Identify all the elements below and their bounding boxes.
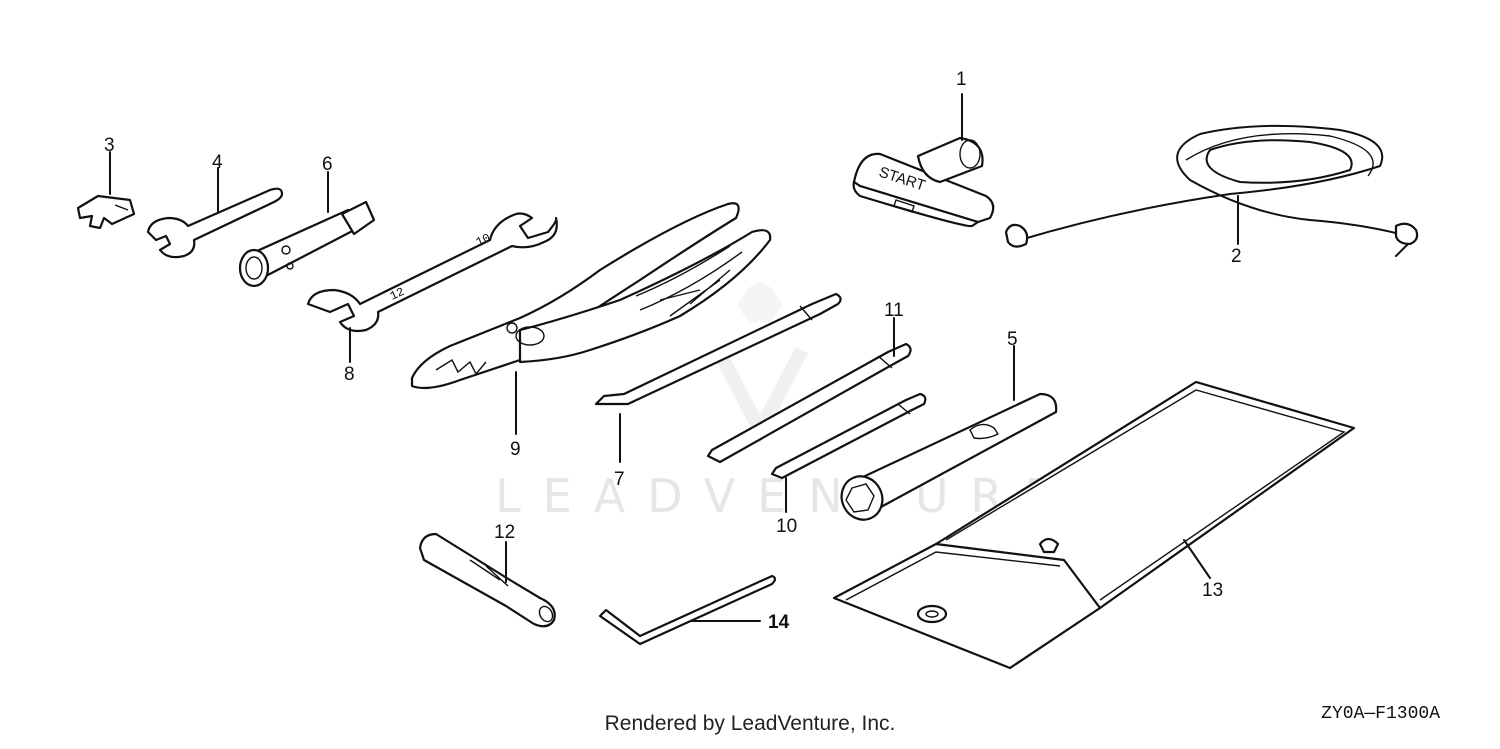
- part-10-phillips-screwdriver: [770, 392, 927, 513]
- part-1-starter-grip: START: [852, 93, 995, 228]
- footer-credit: Rendered by LeadVenture, Inc.: [604, 712, 896, 735]
- part-2-starter-rope: [1004, 124, 1419, 257]
- callout-5: 5: [1007, 329, 1018, 350]
- part-8-wrench: 12 10: [306, 212, 558, 363]
- callout-6: 6: [322, 154, 333, 175]
- part-14-hex-key: [598, 574, 777, 646]
- callout-14: 14: [768, 612, 790, 633]
- part-11-screwdriver: [706, 317, 912, 464]
- callouts: 1 2 3 4 5 6 7 8 9 10 11 12 13 14: [104, 69, 1242, 633]
- part-12-driver-handle: [418, 532, 556, 628]
- diagram-code: ZY0A—F1300A: [1321, 704, 1440, 724]
- callout-1: 1: [956, 69, 967, 90]
- callout-7: 7: [614, 469, 625, 490]
- part-5-box-spanner: [840, 345, 1058, 521]
- callout-4: 4: [212, 152, 223, 173]
- callout-9: 9: [510, 439, 521, 460]
- svg-text:12: 12: [388, 285, 407, 304]
- callout-10: 10: [776, 516, 797, 537]
- callout-8: 8: [344, 364, 355, 385]
- watermark: LEADVENTURE: [495, 282, 1076, 523]
- part-9-pliers: [410, 202, 772, 435]
- callout-11: 11: [884, 300, 904, 321]
- watermark-text: LEADVENTURE: [495, 469, 1076, 523]
- callout-12: 12: [494, 522, 515, 543]
- part-3-clip: [76, 151, 136, 230]
- part-4-small-wrench: [146, 167, 284, 259]
- part-6-socket: [238, 171, 376, 288]
- callout-3: 3: [104, 135, 115, 156]
- part-7-flat-screwdriver: [594, 292, 842, 463]
- part-13-tool-bag: [832, 380, 1356, 670]
- callout-13: 13: [1202, 580, 1223, 601]
- svg-text:10: 10: [474, 231, 493, 250]
- callout-2: 2: [1231, 246, 1242, 267]
